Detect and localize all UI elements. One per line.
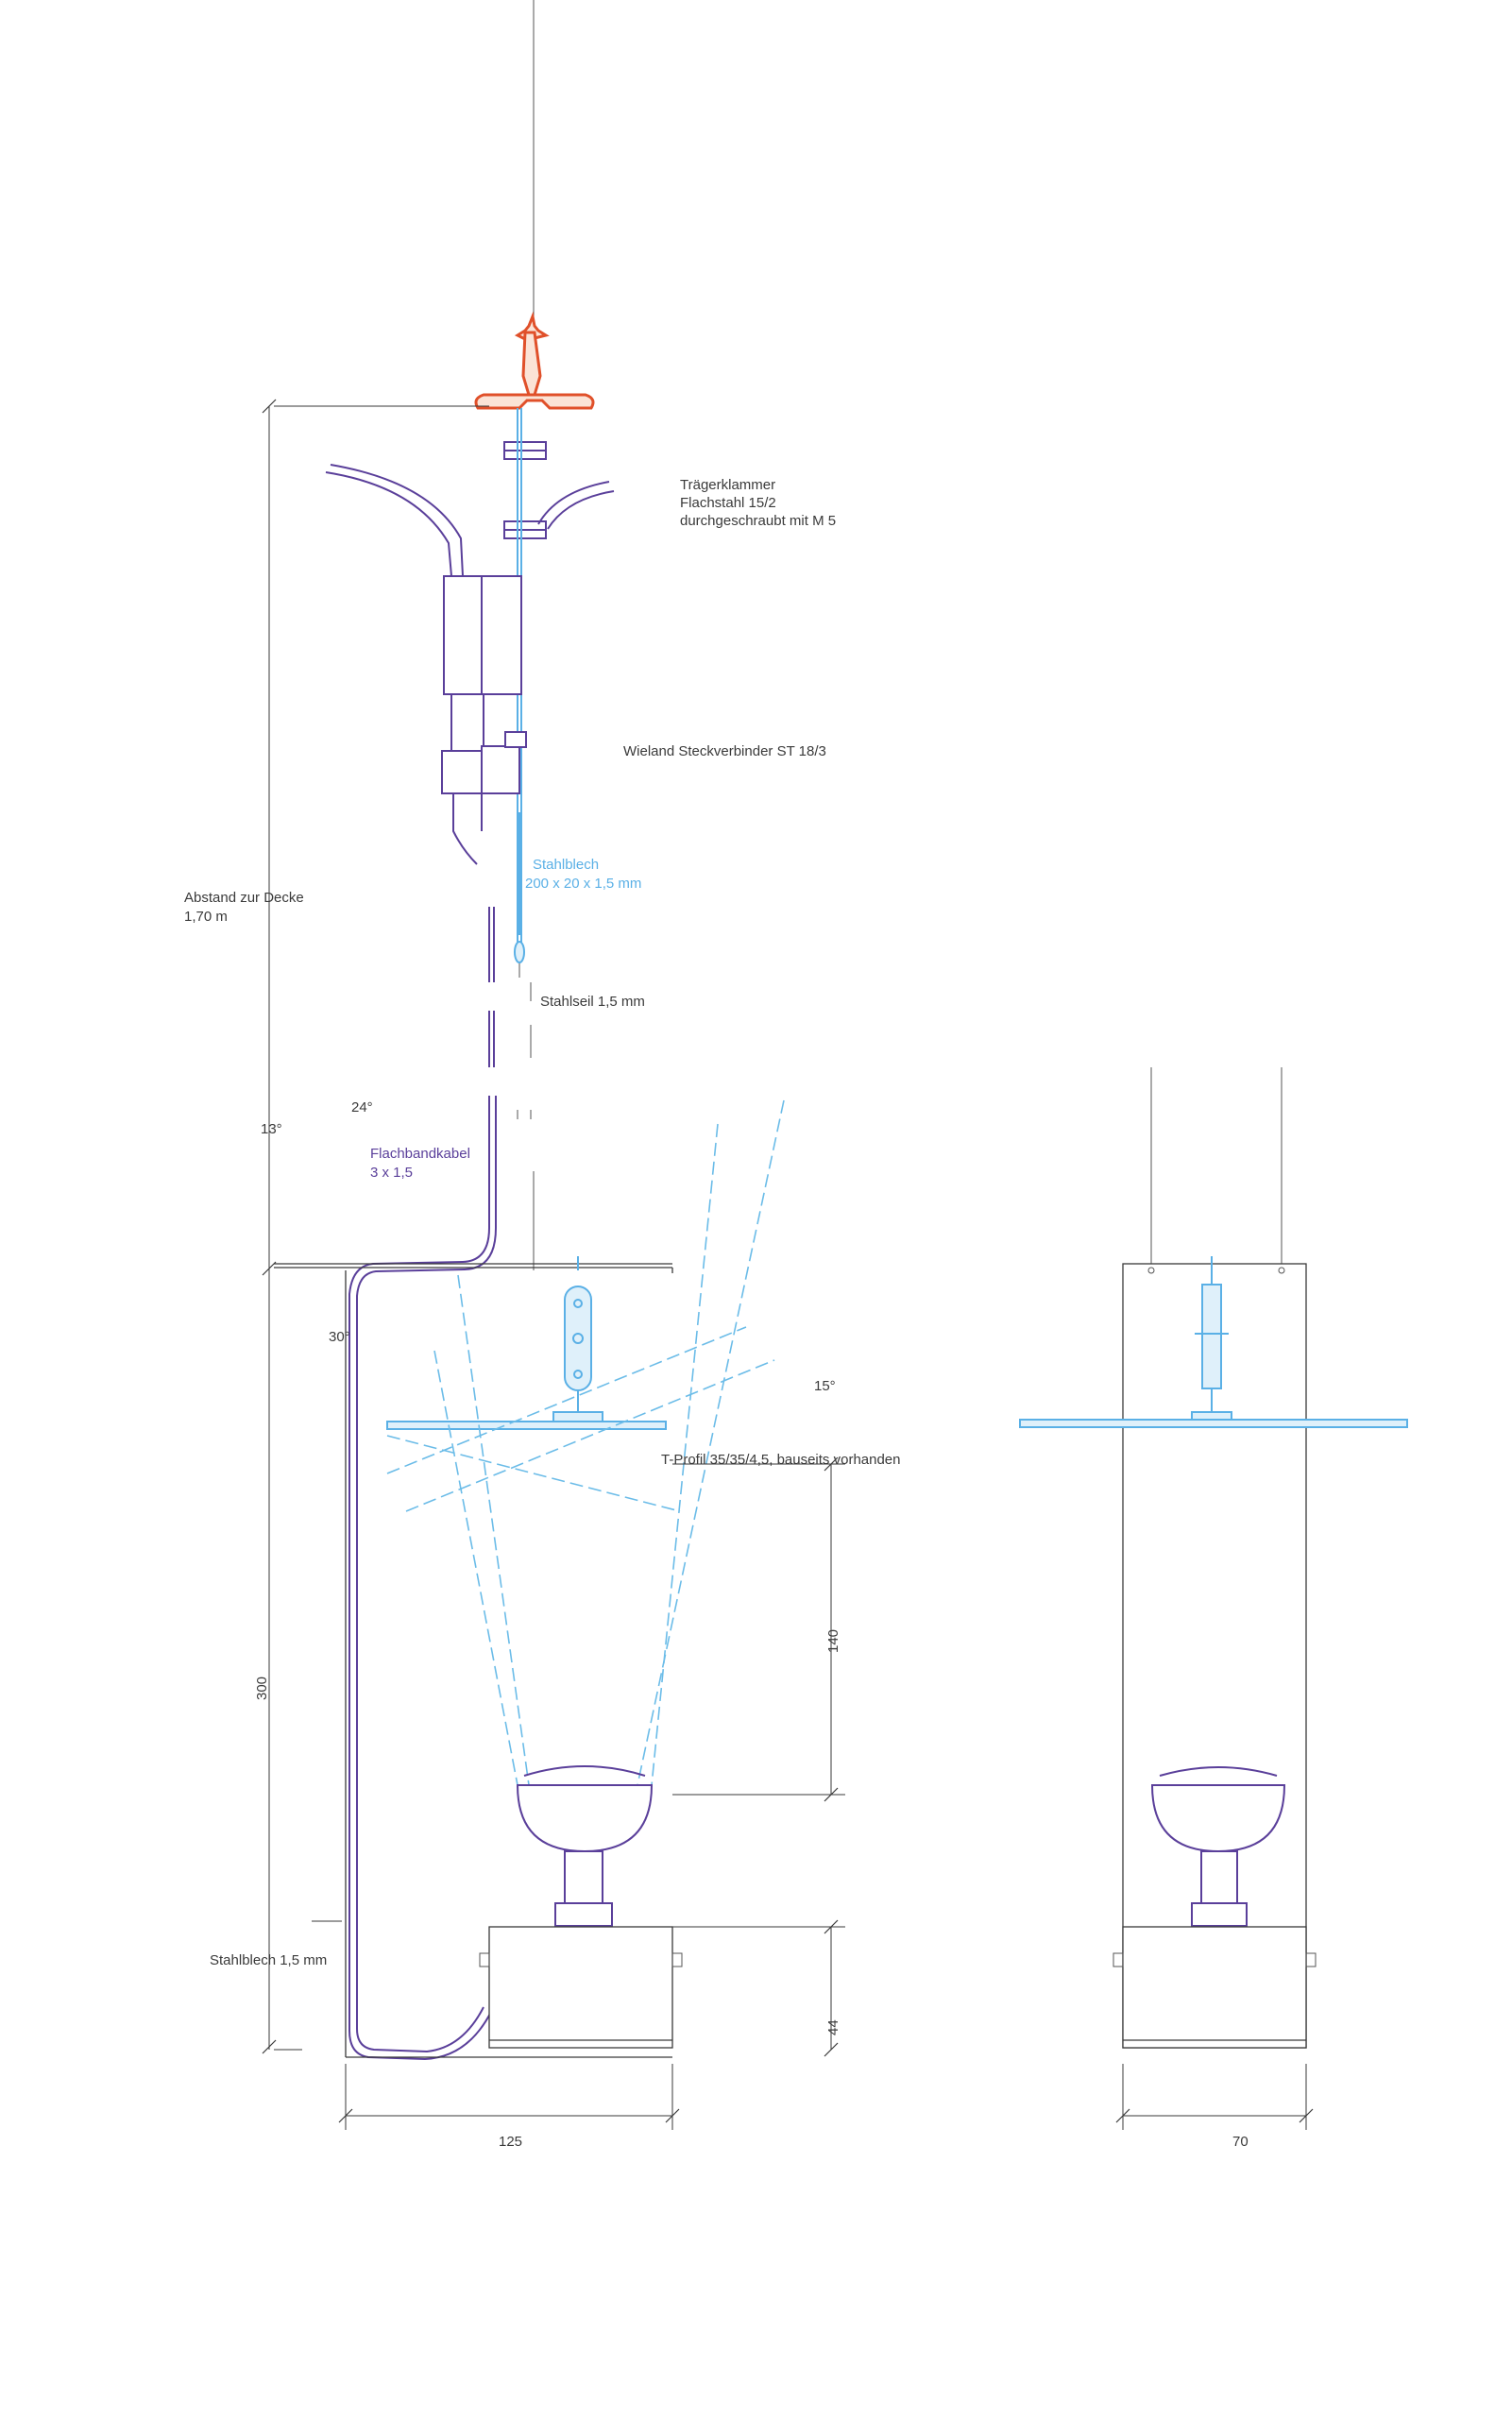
angle-15-label: 15° — [814, 1378, 836, 1394]
dimension-300-label: 300 — [254, 1677, 270, 1700]
front-t-profile — [1019, 1419, 1408, 1428]
clamp-fixing-label: durchgeschraubt mit M 5 — [680, 513, 836, 529]
annotations: Trägerklammer Flachstahl 15/2 durchgesch… — [184, 477, 1249, 2150]
steel-plate-size-label: 200 x 20 x 1,5 mm — [525, 876, 641, 892]
cable-curves-top — [325, 464, 615, 577]
front-view — [1019, 1067, 1408, 2130]
dimension-lines — [262, 399, 845, 2130]
steel-cable-label: Stahlseil 1,5 mm — [540, 994, 645, 1010]
steel-plate-title-label: Stahlblech — [533, 857, 599, 873]
sheet-steel-label: Stahlblech 1,5 mm — [210, 1952, 327, 1968]
front-hanger — [1191, 1256, 1232, 1421]
angle-30-label: 30° — [329, 1329, 350, 1345]
dimension-44-label: 44 — [825, 2019, 841, 2035]
clamp-title-label: Trägerklammer — [680, 477, 775, 493]
t-profile — [386, 1421, 667, 1430]
wieland-connector — [441, 575, 522, 865]
steel-sheet-top — [274, 1263, 672, 1269]
angle-13-label: 13° — [261, 1121, 282, 1137]
beam-clamp-profile — [474, 311, 595, 410]
ceiling-distance-label: Abstand zur Decke — [184, 890, 304, 906]
dimension-125-label: 125 — [499, 2134, 522, 2150]
base-box — [479, 1926, 683, 2049]
hanger-assembly — [552, 1256, 603, 1422]
clamp-bolts — [503, 441, 547, 539]
clamp-material-label: Flachstahl 15/2 — [680, 495, 776, 511]
dimension-140-label: 140 — [825, 1629, 841, 1653]
flat-cable-size-label: 3 x 1,5 — [370, 1165, 413, 1181]
side-view — [262, 0, 845, 2130]
dimension-70-label: 70 — [1232, 2134, 1249, 2150]
steel-cable — [514, 812, 535, 1270]
flat-cable-label: Flachbandkabel — [370, 1146, 470, 1162]
connector-label: Wieland Steckverbinder ST 18/3 — [623, 743, 826, 759]
steel-sheet-housing — [345, 1268, 673, 2058]
lamp-fixture — [516, 1765, 654, 1927]
beam-rays — [386, 1099, 785, 1786]
connector-screw — [504, 731, 527, 748]
ceiling-distance-value: 1,70 m — [184, 909, 228, 925]
angle-24-label: 24° — [351, 1099, 373, 1115]
front-lamp — [1150, 1766, 1286, 1927]
flat-ribbon-cable — [348, 907, 497, 2061]
front-dimension-70 — [1115, 2064, 1314, 2130]
front-base-box — [1113, 1926, 1317, 2049]
t-profile-label: T-Profil 35/35/4,5, bauseits vorhanden — [661, 1452, 901, 1468]
